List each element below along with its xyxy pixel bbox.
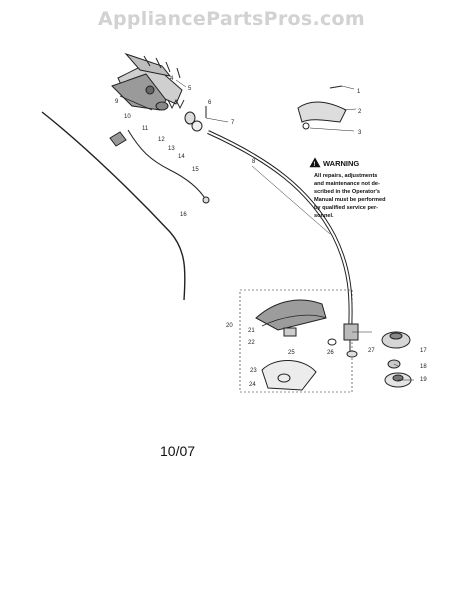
trimmer-head-parts (381, 331, 412, 388)
callout-15: 15 (192, 167, 199, 173)
leader-lines (175, 79, 414, 381)
handle-screws (143, 55, 181, 79)
bracket-clip (297, 85, 347, 130)
callout-26: 26 (327, 350, 334, 356)
throttle-cable (127, 129, 207, 201)
callout-12: 12 (158, 137, 165, 143)
callout-17: 17 (420, 348, 427, 354)
callout-5: 5 (188, 86, 192, 92)
callout-21: 21 (248, 328, 255, 334)
deflector-shield (239, 289, 353, 393)
warning-line: sonnel. (314, 213, 334, 219)
callout-3: 3 (358, 130, 362, 136)
callout-4: 4 (170, 76, 174, 82)
callout-11: 11 (142, 126, 149, 132)
callout-9: 9 (115, 99, 119, 105)
revision-date: 10/07 (160, 443, 196, 459)
warning-line: and maintenance not de- (314, 181, 380, 187)
warning-line: scribed in the Operator's (314, 189, 380, 195)
callout-7: 7 (231, 120, 235, 126)
callout-14: 14 (178, 154, 185, 160)
warning-notice: ! WARNING All repairs, adjustments and m… (309, 157, 386, 219)
callout-20: 20 (226, 323, 233, 329)
blade-assembly (261, 359, 317, 391)
callout-18: 18 (420, 364, 427, 370)
warning-line: by qualified service per- (314, 205, 378, 211)
callout-2: 2 (358, 109, 362, 115)
flex-drive-shaft (41, 111, 186, 301)
callout-22: 22 (248, 340, 255, 346)
throttle-handle (111, 52, 183, 111)
watermark: AppliancePartsPros.com (97, 8, 365, 30)
gear-head (327, 323, 359, 358)
warning-triangle-icon (309, 157, 321, 168)
callout-1: 1 (357, 89, 361, 95)
svg-text:!: ! (313, 162, 315, 168)
warning-line: All repairs, adjustments (314, 173, 377, 179)
warning-line: Manual must be performed (314, 197, 386, 203)
callout-23: 23 (250, 368, 257, 374)
callout-24: 24 (249, 382, 256, 388)
callout-8: 8 (252, 159, 256, 165)
callout-13: 13 (168, 146, 175, 152)
warning-title: WARNING (323, 159, 359, 168)
callout-16: 16 (180, 212, 187, 218)
callout-6: 6 (208, 100, 212, 106)
callout-10: 10 (124, 114, 131, 120)
spring-and-collar (155, 98, 207, 132)
callout-19: 19 (420, 377, 427, 383)
callout-27: 27 (368, 348, 375, 354)
callout-25: 25 (288, 350, 295, 356)
callout-numbers: 1 2 3 4 5 6 7 8 9 10 11 12 13 14 15 16 1… (115, 76, 427, 388)
